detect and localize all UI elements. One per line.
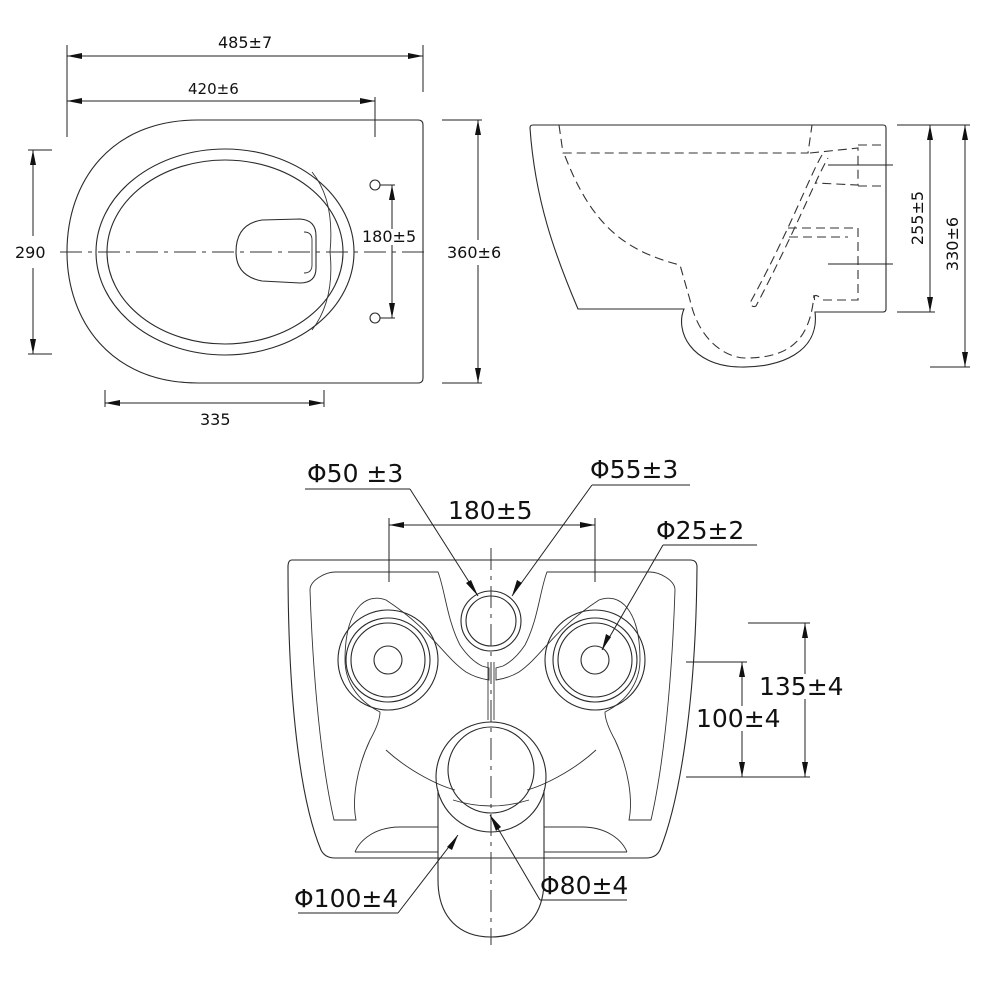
- dimension-overall-length: 485±7: [218, 33, 273, 52]
- dimension-height-135: 135±4: [759, 672, 844, 701]
- dimension-fixing-hole-right: Φ55±3: [590, 455, 679, 484]
- dimension-outlet-inner: Φ80±4: [540, 871, 629, 900]
- top-view: [28, 45, 482, 407]
- rear-view: [287, 484, 810, 945]
- dimension-overall-height: 330±6: [943, 214, 962, 274]
- dimension-rear-fixing-spacing: 180±5: [448, 496, 533, 525]
- dimension-seat-width: 290: [15, 243, 46, 262]
- dimension-fixing-hole-left: Φ50 ±3: [307, 459, 404, 488]
- dimension-overall-width: 360±6: [447, 243, 502, 262]
- dimension-fixing-to-front: 420±6: [188, 80, 239, 98]
- dimension-fixing-spacing: 180±5: [362, 227, 417, 246]
- dimension-outlet-outer: Φ100±4: [294, 884, 399, 913]
- dimension-bowl-length: 335: [200, 410, 231, 429]
- dimension-inlet-height: 255±5: [908, 188, 927, 248]
- side-view: [529, 124, 970, 368]
- dimension-small-hole: Φ25±2: [656, 516, 745, 545]
- dimension-height-100: 100±4: [696, 704, 781, 733]
